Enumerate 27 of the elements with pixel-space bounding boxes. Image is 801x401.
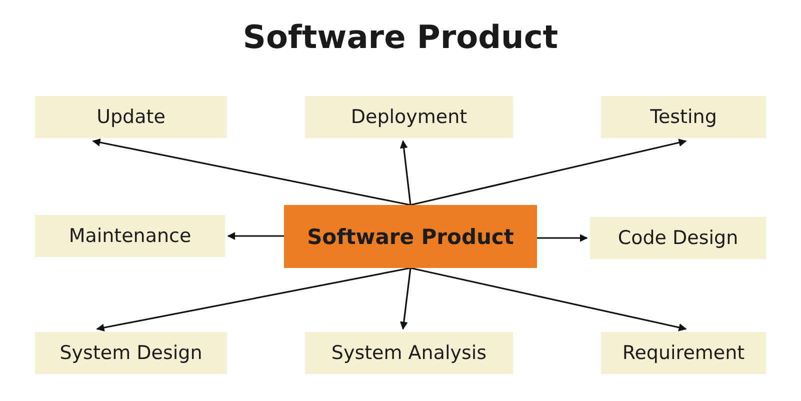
- box-label: System Design: [60, 342, 202, 364]
- topic-box: [35, 215, 225, 257]
- topic-box: [601, 96, 766, 138]
- box-label: System Analysis: [331, 342, 487, 364]
- arrow: [410, 267, 687, 332]
- topic-box: [601, 332, 766, 374]
- arrow: [400, 140, 412, 206]
- topic-box: [35, 96, 227, 138]
- arrow: [410, 138, 687, 206]
- topic-box: [35, 332, 227, 374]
- arrow: [96, 267, 411, 332]
- box-label: Code Design: [618, 227, 738, 249]
- topic-box: [305, 332, 513, 374]
- diagram-title: Software Product: [242, 18, 560, 56]
- box-label: Testing: [650, 106, 717, 128]
- box-label: Deployment: [350, 106, 468, 128]
- box-label: Update: [96, 106, 166, 128]
- box-label: Software Product: [307, 224, 514, 248]
- topic-box: [590, 217, 766, 259]
- box-label: Requirement: [622, 342, 745, 364]
- arrow: [400, 268, 412, 330]
- arrow: [537, 234, 588, 242]
- arrow: [227, 232, 284, 240]
- central-box: [284, 205, 537, 268]
- topic-box: [305, 96, 513, 138]
- box-label: Maintenance: [68, 225, 192, 247]
- arrow: [92, 138, 411, 206]
